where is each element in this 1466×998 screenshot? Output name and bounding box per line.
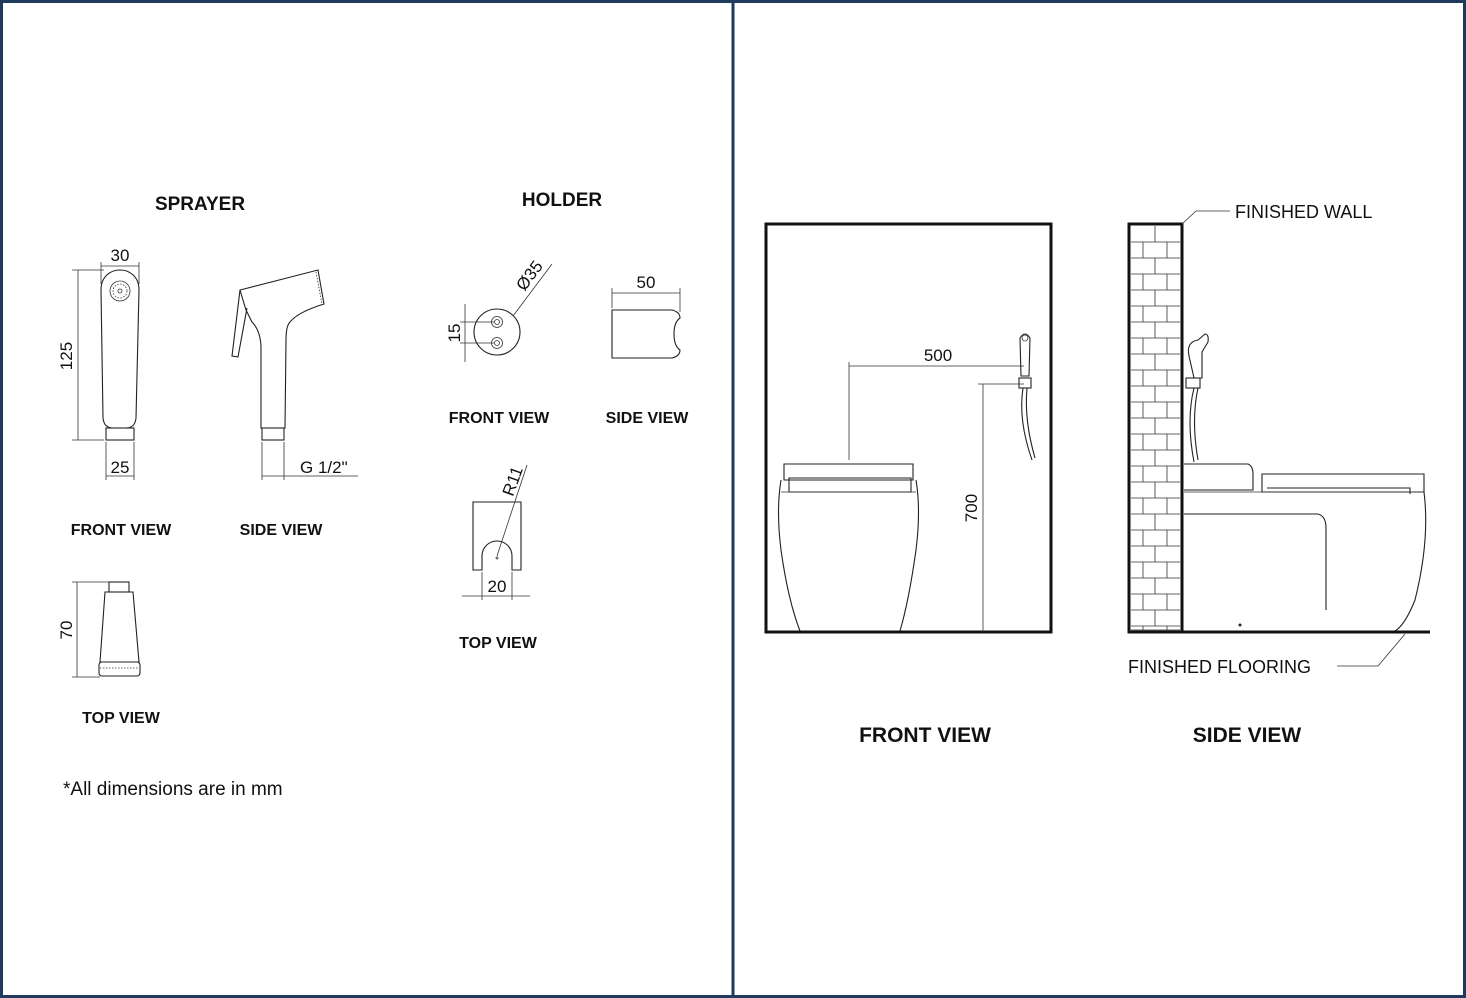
sprayer-front-view-label: FRONT VIEW bbox=[71, 522, 172, 539]
installation-side-view-label: SIDE VIEW bbox=[1193, 724, 1302, 747]
sprayer-thread-dimension: G 1/2" bbox=[300, 458, 348, 477]
holder-title: HOLDER bbox=[522, 190, 603, 211]
finished-flooring-label: FINISHED FLOORING bbox=[1128, 657, 1311, 677]
finished-wall-label: FINISHED WALL bbox=[1235, 202, 1372, 222]
installation-side-view-drawing: FINISHED WALL FINISHED FLOORING bbox=[1127, 202, 1430, 677]
sprayer-top-dimension: 70 bbox=[57, 621, 76, 640]
holder-top-view-drawing: R11 20 TOP VIEW bbox=[459, 464, 538, 652]
sprayer-top-view-label: TOP VIEW bbox=[82, 710, 161, 727]
holder-front-view-label: FRONT VIEW bbox=[449, 410, 550, 427]
holder-front-view-drawing: Ø35 15 FRONT VIEW bbox=[445, 257, 553, 427]
holder-side-view-label: SIDE VIEW bbox=[606, 410, 690, 427]
installation-front-view-label: FRONT VIEW bbox=[859, 724, 991, 747]
holder-top-view-label: TOP VIEW bbox=[459, 635, 538, 652]
holder-section: HOLDER Ø35 15 FRONT VIEW 50 SIDE VIEW bbox=[445, 190, 689, 652]
holder-side-dimension: 50 bbox=[637, 273, 656, 292]
sprayer-title: SPRAYER bbox=[155, 194, 245, 215]
sprayer-side-view-label: SIDE VIEW bbox=[240, 522, 324, 539]
installation-vertical-dimension: 700 bbox=[962, 494, 981, 522]
holder-side-view-drawing: 50 SIDE VIEW bbox=[606, 273, 690, 427]
holder-diameter-dimension: Ø35 bbox=[512, 257, 547, 294]
installation-horizontal-dimension: 500 bbox=[924, 346, 952, 365]
sprayer-width-dimension: 30 bbox=[111, 246, 130, 265]
dimensions-note: *All dimensions are in mm bbox=[63, 779, 283, 800]
sprayer-side-view-drawing: G 1/2" SIDE VIEW bbox=[231, 269, 358, 539]
sprayer-base-dimension: 25 bbox=[111, 458, 130, 477]
sprayer-front-view-drawing: 30 125 25 FRONT VIEW bbox=[57, 246, 172, 539]
sprayer-section: SPRAYER 30 125 25 FRONT VIEW bbox=[57, 194, 358, 800]
holder-slot-dimension: 20 bbox=[488, 577, 507, 596]
sprayer-height-dimension: 125 bbox=[57, 342, 76, 370]
brick-pattern bbox=[1131, 226, 1180, 631]
installation-front-view-drawing: 500 700 bbox=[764, 222, 1053, 634]
holder-hole-dimension: 15 bbox=[445, 324, 464, 343]
holder-radius-dimension: R11 bbox=[499, 464, 527, 499]
sprayer-top-view-drawing: 70 TOP VIEW bbox=[57, 581, 161, 727]
